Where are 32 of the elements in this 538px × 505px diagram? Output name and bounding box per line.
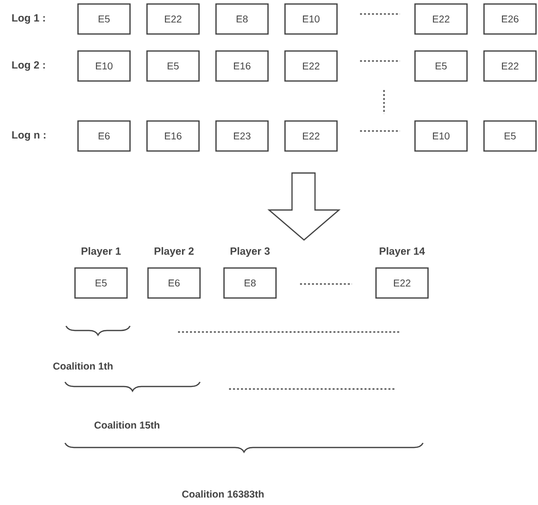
event-box: E23 [215,120,269,152]
player-label: Player 1 [82,247,121,257]
coalition-label: Coalition 1th [53,362,113,370]
event-box: E26 [483,3,537,35]
event-box: E10 [284,3,338,35]
coalition-label: Coalition 15th [94,421,160,429]
event-box: E22 [284,120,338,152]
event-box: E10 [414,120,468,152]
event-box: E5 [483,120,537,152]
player-label: Player 3 [230,247,270,257]
row-label: Log 2 : [12,61,45,71]
event-box: E22 [146,3,200,35]
player-label: Player 14 [380,247,425,257]
event-box: E8 [215,3,269,35]
event-box: E22 [375,267,429,299]
event-box: E6 [77,120,131,152]
event-box: E16 [215,50,269,82]
event-box: E8 [223,267,277,299]
event-box: E5 [414,50,468,82]
event-box: E5 [146,50,200,82]
event-box: E5 [77,3,131,35]
coalition-label: Coalition 16383th [182,490,264,498]
event-box: E10 [77,50,131,82]
event-box: E5 [74,267,128,299]
event-box: E22 [414,3,468,35]
event-box: E6 [147,267,201,299]
event-box: E16 [146,120,200,152]
row-label: Log n : [12,131,46,141]
event-box: E22 [284,50,338,82]
player-label: Player 2 [154,247,194,257]
event-box: E22 [483,50,537,82]
row-label: Log 1 : [12,14,45,24]
